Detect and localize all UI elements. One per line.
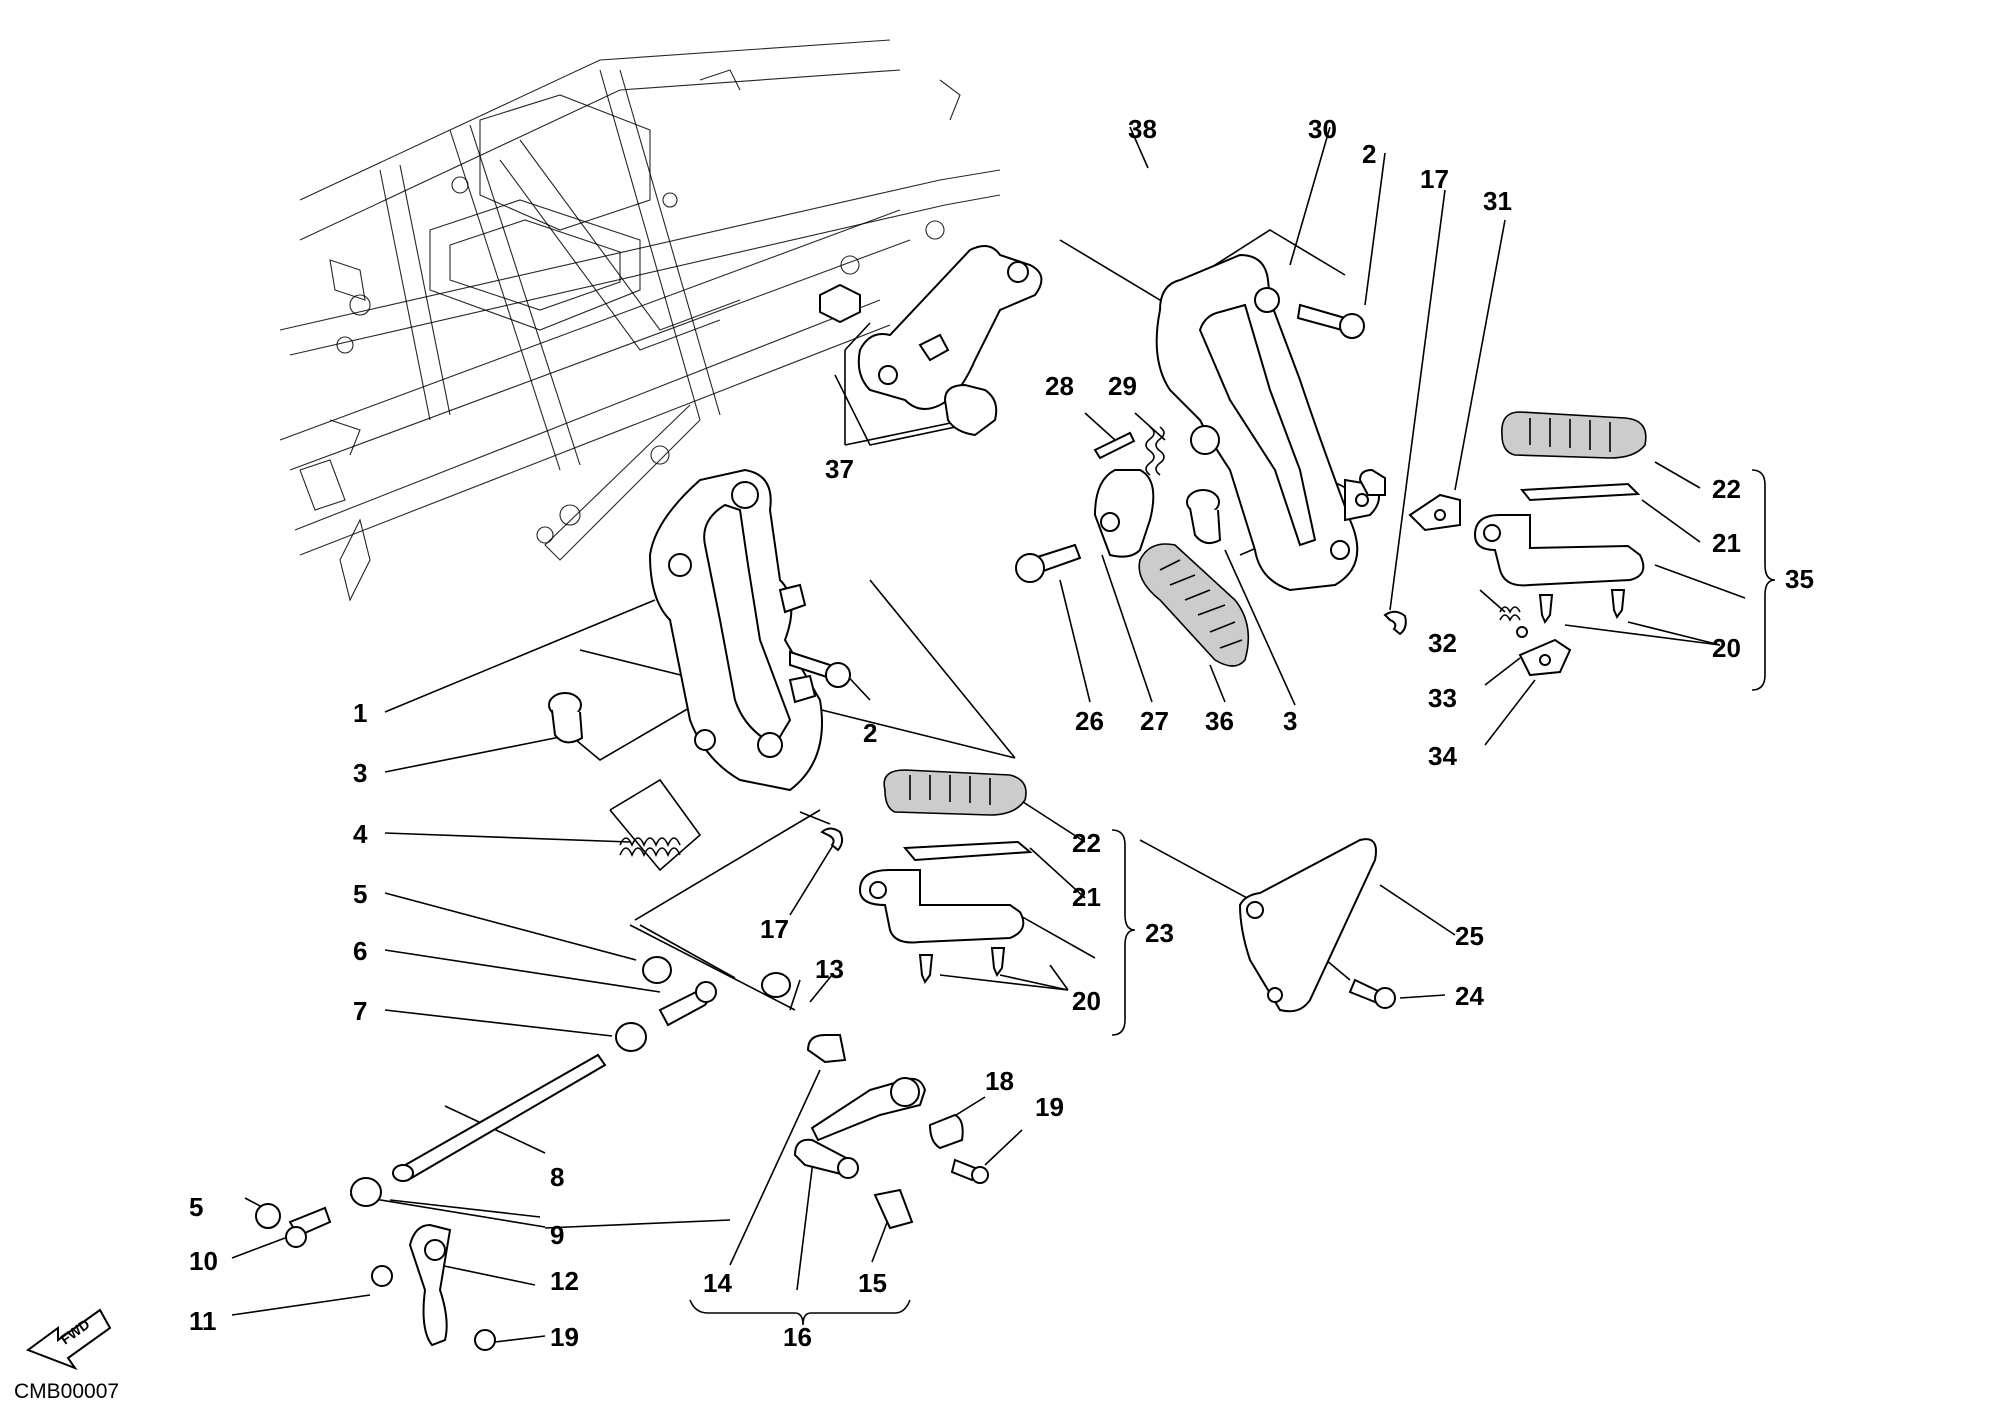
callout-23: 23 [1145, 918, 1174, 948]
callout-10: 10 [189, 1246, 218, 1276]
callout-32: 32 [1428, 628, 1457, 658]
caliper-bracket-38 [857, 245, 1043, 410]
callout-12: 12 [550, 1266, 579, 1296]
callout-38: 38 [1128, 114, 1157, 144]
footpeg-left [858, 769, 1033, 944]
callout-22-right: 22 [1712, 474, 1741, 504]
callout-3-right: 3 [1283, 706, 1297, 736]
callout-36: 36 [1205, 706, 1234, 736]
callout-2-right: 2 [1362, 139, 1376, 169]
diagram-code: CMB00007 [14, 1380, 119, 1403]
callout-5-top: 5 [353, 879, 367, 909]
callout-26: 26 [1075, 706, 1104, 736]
bolt-24 [1348, 978, 1396, 1009]
callout-30: 30 [1308, 114, 1337, 144]
pin-28 [1093, 431, 1136, 460]
circlip-17-right [1383, 610, 1407, 636]
heel-guard-25 [1238, 838, 1377, 1013]
shift-lever-12 [408, 1223, 496, 1351]
callout-37: 37 [825, 454, 854, 484]
callout-24: 24 [1455, 981, 1484, 1011]
callout-14: 14 [703, 1268, 732, 1298]
callout-3-left: 3 [353, 758, 367, 788]
motorcycle-frame [279, 39, 1001, 602]
bolt-2-right [1296, 303, 1365, 339]
callout-25: 25 [1455, 921, 1484, 951]
plate-34 [1518, 638, 1572, 677]
screws-20-left [918, 947, 1006, 985]
spring-32 [1499, 606, 1521, 622]
callout-21-right: 21 [1712, 528, 1741, 558]
callout-17-right: 17 [1420, 164, 1449, 194]
forward-arrow-icon: FWD [25, 1308, 112, 1371]
callout-28: 28 [1045, 371, 1074, 401]
callout-22-left: 22 [1072, 828, 1101, 858]
circlip-17-left [820, 827, 844, 852]
callout-2-left: 2 [863, 718, 877, 748]
spring-left [619, 837, 681, 858]
callout-16: 16 [783, 1322, 812, 1352]
right-footrest-bracket-30 [1155, 253, 1380, 592]
callout-20-left: 20 [1072, 986, 1101, 1016]
screws-20-right [1538, 589, 1626, 625]
callout-18: 18 [985, 1066, 1014, 1096]
callout-34: 34 [1428, 741, 1457, 771]
callout-13: 13 [815, 954, 844, 984]
callout-20-right: 20 [1712, 633, 1741, 663]
footpeg-right [1473, 411, 1647, 587]
linkage-left [255, 956, 717, 1287]
callout-33: 33 [1428, 683, 1457, 713]
bolt-26 [1015, 543, 1082, 583]
bracket-hooks-top [1358, 468, 1386, 496]
callout-11: 11 [189, 1306, 217, 1336]
nut-37 [819, 283, 998, 437]
bolt-19 [950, 1158, 989, 1184]
callout-6: 6 [353, 936, 367, 966]
bolt-2-left [789, 650, 851, 688]
callout-8: 8 [550, 1162, 564, 1192]
callout-35: 35 [1785, 564, 1814, 594]
spring-29 [1145, 426, 1165, 476]
pin-3-right [1186, 489, 1222, 545]
callout-7: 7 [353, 996, 367, 1026]
callout-31: 31 [1483, 186, 1512, 216]
callout-27: 27 [1140, 706, 1169, 736]
callout-5-bottom: 5 [189, 1192, 203, 1222]
gear-pedal-16 [761, 972, 927, 1230]
pivot-pin [548, 692, 584, 744]
callout-19-right: 19 [1035, 1092, 1064, 1122]
callout-4: 4 [353, 819, 368, 849]
callout-15: 15 [858, 1268, 887, 1298]
callout-1: 1 [353, 698, 367, 728]
brake-lever-27 [1093, 469, 1250, 667]
left-footrest-bracket [648, 468, 823, 792]
callout-labels: 1 2 2 3 3 4 5 5 6 7 8 9 10 11 12 13 14 1… [189, 114, 1814, 1352]
plate-31 [1408, 493, 1461, 532]
callout-29: 29 [1108, 371, 1137, 401]
callout-9: 9 [550, 1220, 564, 1250]
callout-17-left: 17 [760, 914, 789, 944]
ball-33 [1516, 626, 1528, 638]
callout-19-bottom: 19 [550, 1322, 579, 1352]
bushing-18 [928, 1113, 964, 1150]
callout-21-left: 21 [1072, 882, 1101, 912]
